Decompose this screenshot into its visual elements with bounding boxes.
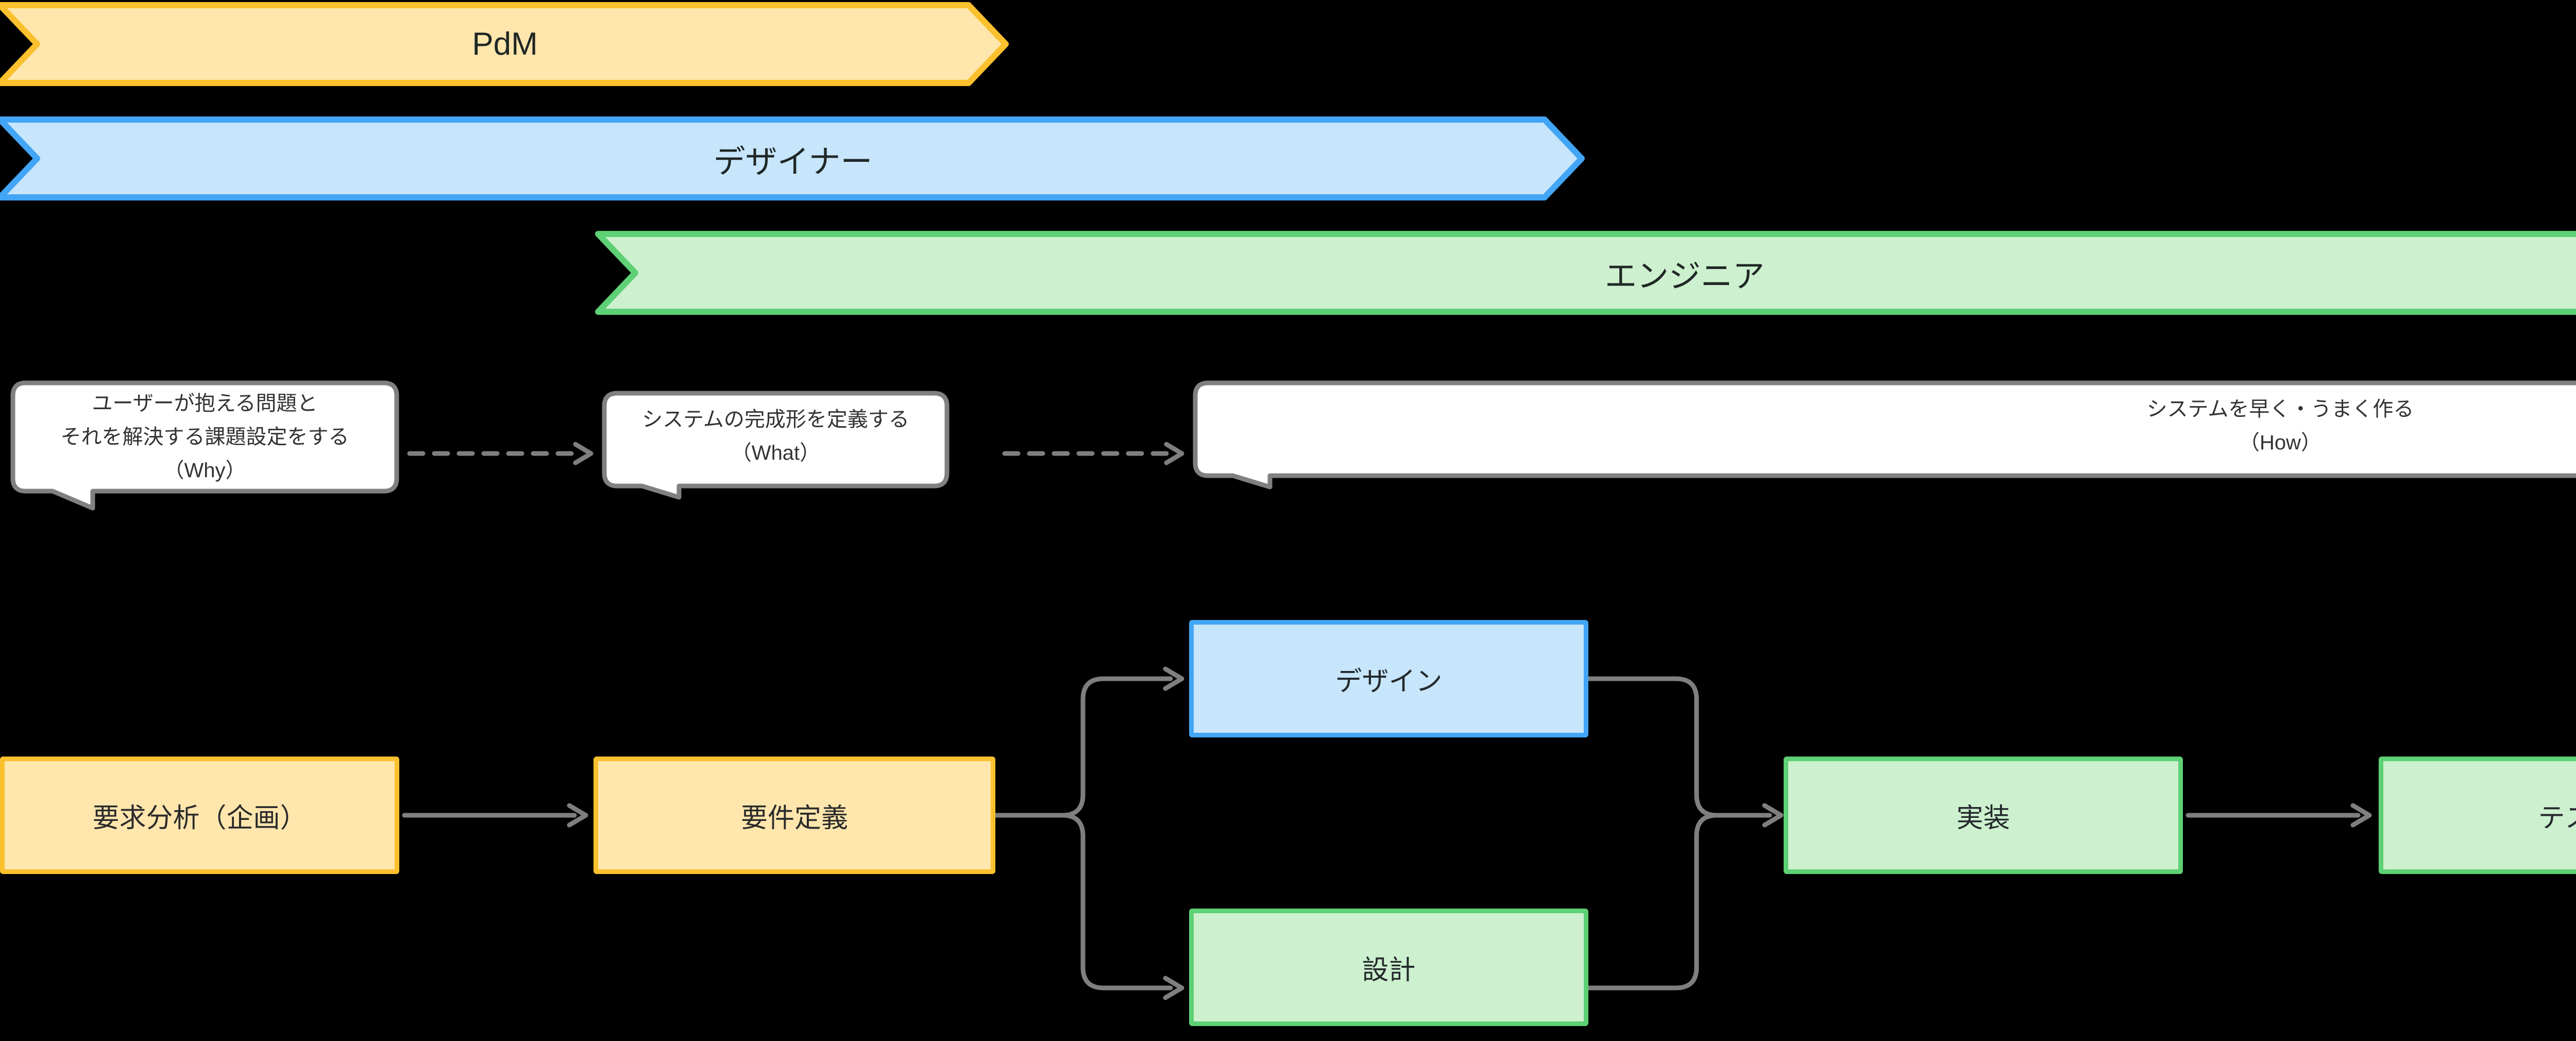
- role-banner-designer-label: デザイナー: [713, 144, 873, 180]
- speech-bubble-shape-icon: [10, 380, 399, 511]
- connector-branch-to-implementation: [1586, 660, 1794, 1026]
- process-box-requirements-analysis[interactable]: 要求分析（企画）: [0, 757, 399, 874]
- callout-how[interactable]: システムを早く・うまく作る （How）: [1193, 380, 2576, 490]
- process-box-design-ui-label: デザイン: [1335, 666, 1443, 697]
- chevron-shape-icon: [0, 116, 1585, 200]
- process-box-implementation-label: 実装: [1956, 803, 2010, 833]
- role-banner-engineer[interactable]: エンジニア: [595, 231, 2576, 315]
- arrow-right-icon: [402, 803, 588, 828]
- chevron-shape-icon: [0, 2, 1009, 86]
- callout-how-text: システムを早く・うまく作る （How）: [2146, 398, 2414, 454]
- process-box-requirements-definition-label: 要件定義: [740, 803, 848, 833]
- connector-what-to-how: [1002, 441, 1195, 466]
- callout-what-text: システムの完成形を定義する （What）: [642, 408, 909, 464]
- speech-bubble-shape-icon: [1193, 380, 2576, 490]
- callout-why-text: ユーザーが抱える問題と それを解決する課題設定をする （Why）: [60, 392, 349, 482]
- callout-why[interactable]: ユーザーが抱える問題と それを解決する課題設定をする （Why）: [10, 380, 399, 512]
- process-box-design-sys[interactable]: 設計: [1189, 909, 1588, 1026]
- process-box-testing-label: テスト: [2538, 803, 2576, 833]
- connector-why-to-what: [407, 441, 600, 466]
- speech-bubble-shape-icon: [602, 391, 950, 500]
- connector-definition-to-branch: [993, 660, 1196, 1026]
- process-box-requirements-definition[interactable]: 要件定義: [594, 757, 995, 874]
- dashed-arrow-icon: [1002, 442, 1184, 465]
- role-banner-engineer-label: エンジニア: [1604, 258, 1765, 294]
- connector-analysis-to-definition: [399, 802, 600, 828]
- role-banner-pdm-label: PdM: [472, 26, 538, 62]
- callout-what[interactable]: システムの完成形を定義する （What）: [602, 391, 950, 500]
- process-box-implementation[interactable]: 実装: [1784, 757, 2183, 874]
- connector-implementation-to-testing: [2183, 802, 2384, 828]
- split-arrow-icon: [993, 666, 1184, 1000]
- chevron-shape-icon: [595, 231, 2576, 315]
- dashed-arrow-icon: [407, 442, 594, 465]
- process-box-design-ui[interactable]: デザイン: [1189, 620, 1588, 737]
- role-banner-pdm[interactable]: PdM: [0, 2, 1010, 86]
- process-box-design-sys-label: 設計: [1362, 955, 1416, 985]
- process-box-testing[interactable]: テスト: [2379, 757, 2576, 874]
- arrow-right-icon: [2185, 803, 2372, 828]
- process-box-requirements-analysis-label: 要求分析（企画）: [92, 803, 307, 833]
- merge-arrow-icon: [1586, 676, 1784, 990]
- role-banner-designer[interactable]: デザイナー: [0, 116, 1586, 200]
